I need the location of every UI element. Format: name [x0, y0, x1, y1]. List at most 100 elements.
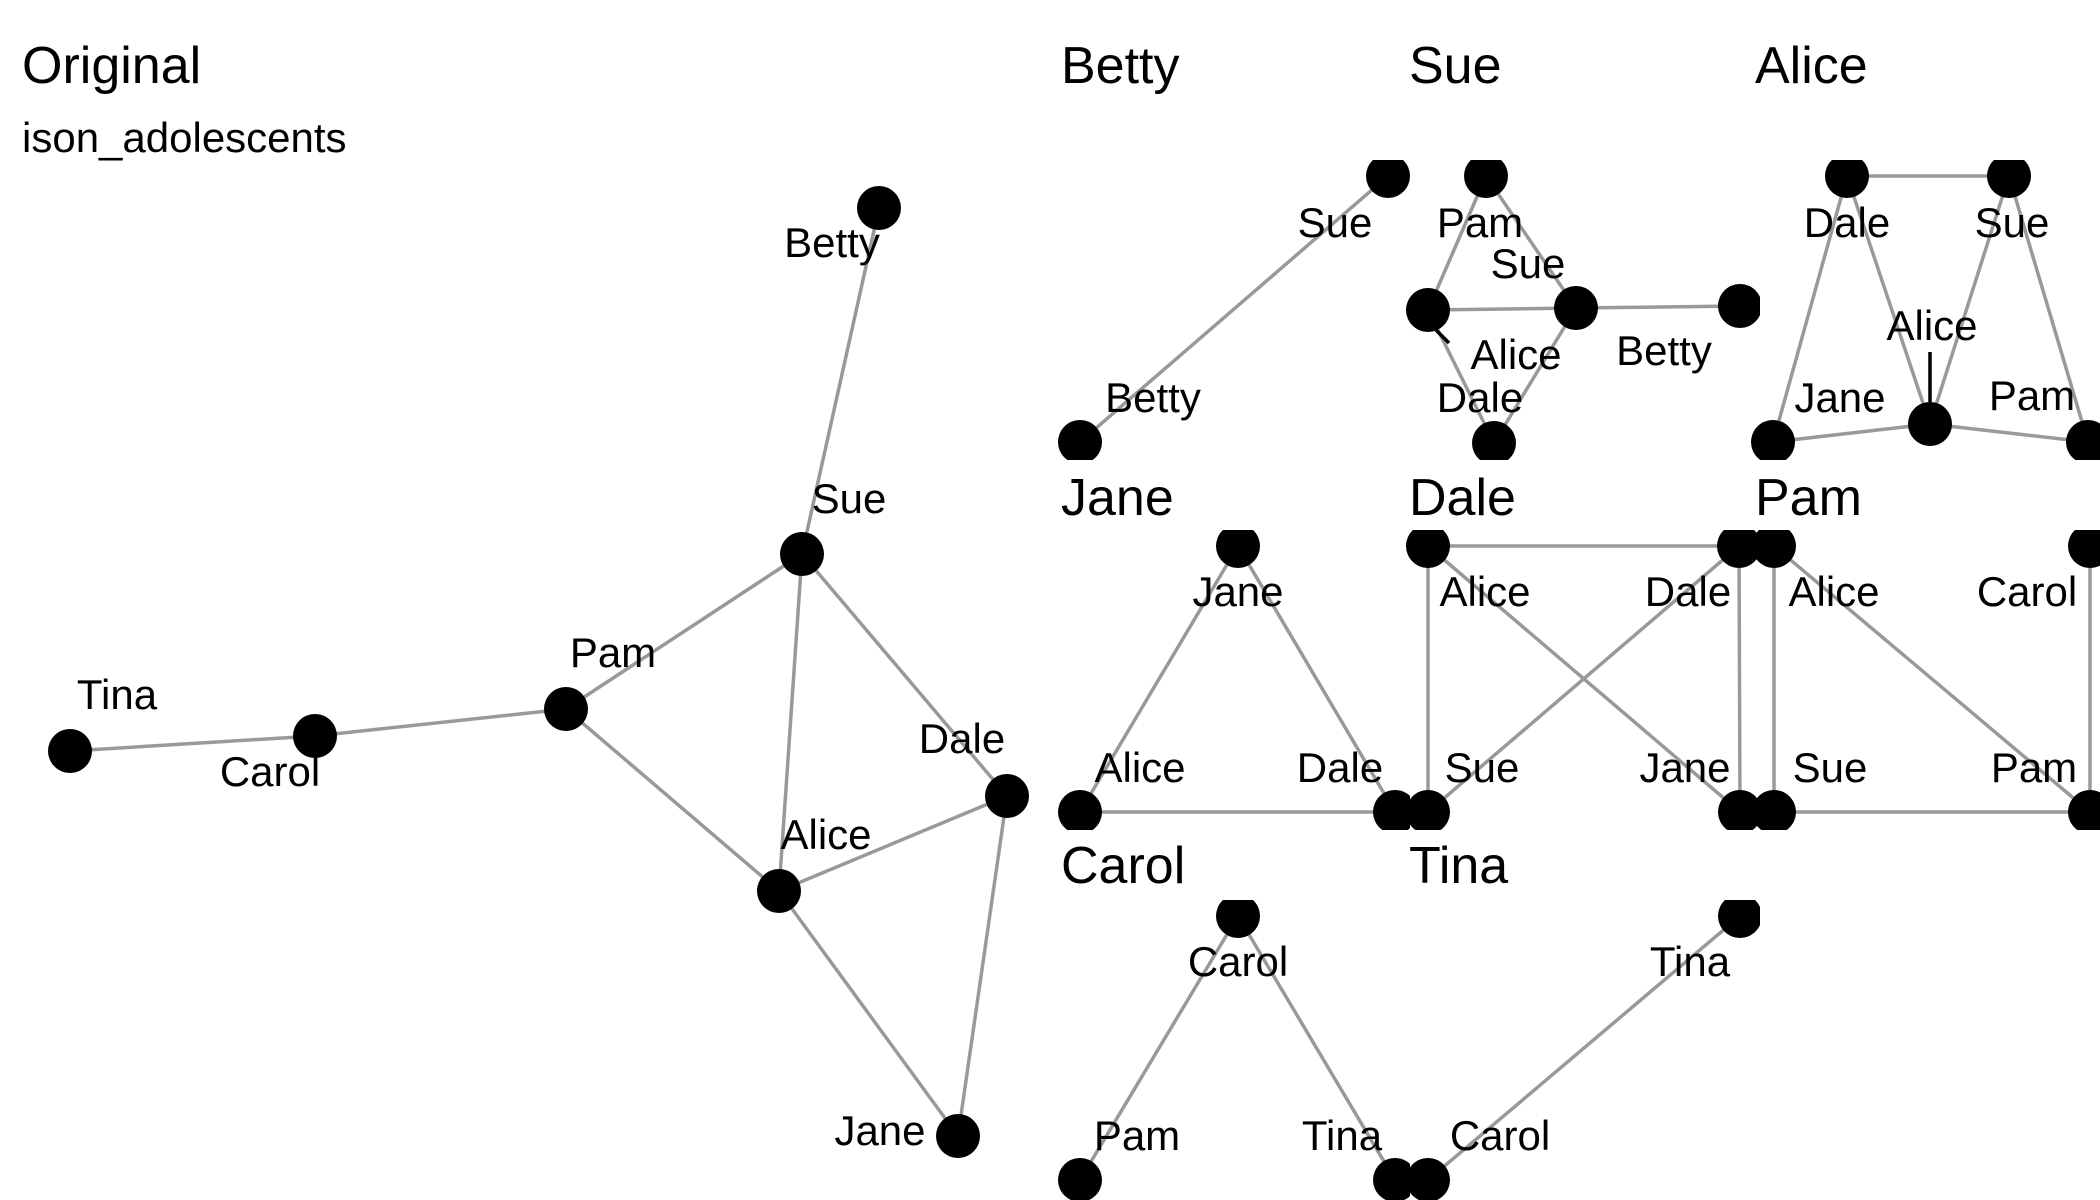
- ego-alice-label-pam: Pam: [1989, 372, 2075, 419]
- ego-tina-node-tina: [1718, 900, 1760, 938]
- ego-alice-edge-jane-alice: [1772, 422, 1931, 444]
- original-node-jane: [936, 1114, 980, 1158]
- ego-pam-node-alice: [1752, 530, 1796, 568]
- ego-alice-label-alice: Alice: [1886, 302, 1977, 349]
- ego-alice-label-jane: Jane: [1794, 374, 1885, 421]
- original-label-pam: Pam: [570, 629, 656, 676]
- ego-dale-node-jane: [1718, 790, 1760, 830]
- ego-sue-label-pam: Pam: [1437, 199, 1523, 246]
- ego-tina-edge-tina-carol: [1426, 914, 1742, 1182]
- ego-pam-node-sue: [1752, 790, 1796, 830]
- original-node-carol: [293, 714, 337, 758]
- original-subtitle: ison_adolescents: [22, 114, 347, 161]
- ego-sue-node-sue: [1554, 286, 1598, 330]
- ego-dale-label-jane: Jane: [1639, 744, 1730, 791]
- ego-sue-edge-sue-betty: [1575, 304, 1741, 310]
- original-title: Original: [22, 37, 201, 95]
- ego-jane-label-jane: Jane: [1192, 568, 1283, 615]
- original-label-tina: Tina: [77, 671, 158, 718]
- ego-betty-label-betty: Betty: [1105, 374, 1201, 421]
- original-nodes: [48, 186, 1029, 1158]
- ego-betty-node-betty: [1058, 420, 1102, 460]
- ego-sue-node-dale: [1472, 421, 1516, 460]
- ego-jane-node-jane: [1216, 530, 1260, 568]
- ego-sue-edge-alice-sue: [1427, 306, 1577, 312]
- ego-betty-node-sue: [1366, 160, 1410, 198]
- ego-sue-node-alice: [1406, 288, 1450, 332]
- ego-pam-title: Pam: [1755, 469, 1862, 527]
- original-label-jane: Jane: [834, 1107, 925, 1154]
- ego-tina-title: Tina: [1409, 837, 1508, 895]
- ego-pam-label-pam: Pam: [1991, 744, 2077, 791]
- ego-jane-nodes: [1058, 530, 1410, 830]
- ego-tina-edges: [1426, 914, 1742, 1182]
- ego-carol-edge-carol-tina: [1236, 915, 1397, 1181]
- ego-alice-title: Alice: [1755, 37, 1868, 95]
- ego-betty-edge-sue-betty: [1078, 174, 1390, 444]
- original-edge-alice-dale: [778, 794, 1008, 893]
- ego-alice-edges: [1771, 174, 2090, 444]
- ego-alice-edge-sue-alice: [1928, 175, 2011, 425]
- ego-sue-label-sue: Sue: [1491, 240, 1566, 287]
- ego-jane-edge-jane-dale: [1236, 545, 1397, 813]
- ego-dale-nodes: [1406, 530, 1760, 830]
- ego-carol-node-tina: [1373, 1158, 1410, 1200]
- original-node-tina: [48, 729, 92, 773]
- ego-jane-edges: [1078, 545, 1397, 814]
- ego-jane-title: Jane: [1061, 469, 1174, 527]
- original-edge-betty-sue: [800, 207, 881, 555]
- ego-carol-edge-carol-pam: [1078, 915, 1240, 1181]
- ego-sue-edge-sue-dale: [1492, 307, 1578, 444]
- original-edge-pam-carol: [314, 707, 567, 738]
- original-edge-sue-pam: [565, 552, 803, 711]
- original-label-dale: Dale: [919, 715, 1005, 762]
- ego-alice-edge-dale-alice: [1845, 175, 1932, 425]
- ego-pam-nodes: [1752, 530, 2100, 830]
- ego-dale-edges: [1426, 544, 1742, 814]
- ego-alice-edge-sue-pam: [2007, 175, 2090, 443]
- ego-alice-edge-alice-pam: [1929, 422, 2089, 444]
- ego-pam-label-alice: Alice: [1788, 568, 1879, 615]
- ego-tina-nodes: [1406, 900, 1760, 1200]
- ego-sue-leader-alice: [1434, 328, 1451, 345]
- original-edges: [69, 207, 1009, 1138]
- ego-tina-node-carol: [1406, 1158, 1450, 1200]
- ego-dale-title: Dale: [1409, 469, 1516, 527]
- ego-tina-label-carol: Carol: [1450, 1112, 1550, 1159]
- original-edge-alice-jane: [777, 889, 960, 1138]
- ego-jane-node-alice: [1058, 790, 1102, 830]
- ego-tina-label-tina: Tina: [1650, 938, 1731, 985]
- ego-dale-node-alice: [1406, 530, 1450, 568]
- ego-betty-nodes: [1058, 160, 1410, 460]
- original-edge-dale-jane: [956, 795, 1009, 1137]
- ego-alice-node-dale: [1825, 160, 1869, 198]
- original-label-carol: Carol: [220, 748, 320, 795]
- ego-carol-nodes: [1058, 900, 1410, 1200]
- ego-carol-label-tina: Tina: [1302, 1112, 1383, 1159]
- ego-dale-label-sue: Sue: [1445, 744, 1520, 791]
- ego-sue-node-betty: [1718, 284, 1760, 328]
- ego-pam-edges: [1772, 544, 2092, 814]
- ego-carol-edges: [1078, 915, 1397, 1181]
- ego-sue-node-pam: [1464, 160, 1508, 198]
- ego-dale-edge-dale-sue: [1426, 544, 1741, 814]
- original-node-alice: [757, 869, 801, 913]
- ego-alice-edge-dale-jane: [1771, 175, 1849, 443]
